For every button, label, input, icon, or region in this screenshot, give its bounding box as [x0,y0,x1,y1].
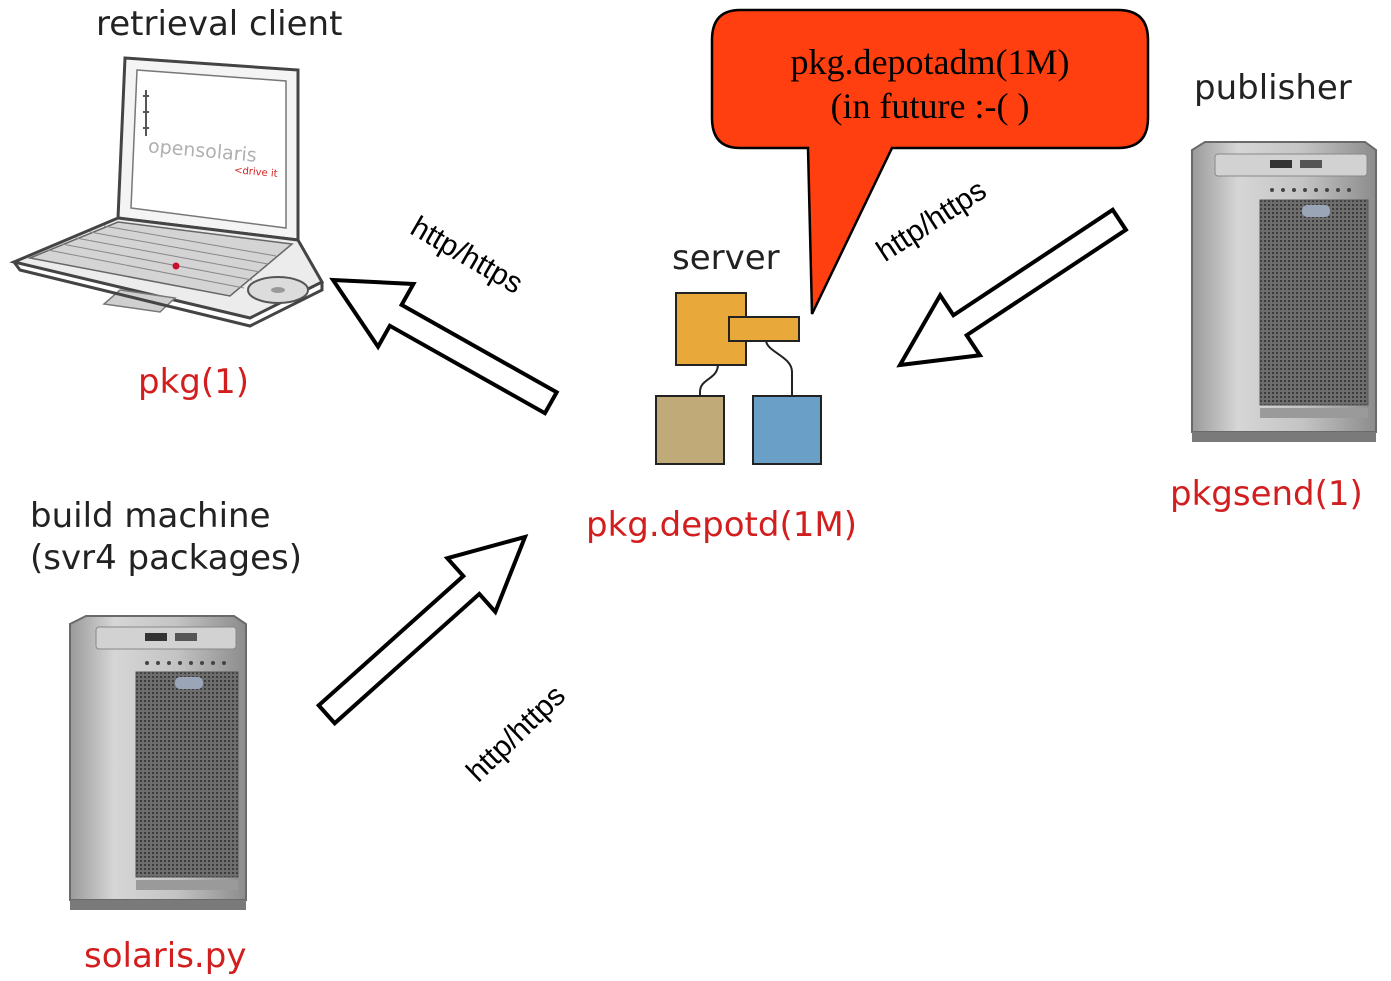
tower-server-icon [69,615,247,910]
component-diagram-icon [655,292,822,465]
tower-server-icon [1191,141,1377,442]
client-command: pkg(1) [138,362,250,402]
build-command: solaris.py [84,936,247,976]
callout-line2: (in future :-( ) [830,86,1030,126]
client-title: retrieval client [96,4,343,44]
hollow-arrow-icon [896,207,1129,368]
server-title: server [672,238,780,278]
callout-bubble [710,8,1150,315]
hollow-arrow-icon [329,277,560,416]
build-title-line1: build machine [30,496,271,536]
server-command: pkg.depotd(1M) [586,505,857,545]
laptop-icon [9,56,325,328]
publisher-command: pkgsend(1) [1170,474,1363,514]
hollow-arrow-icon [315,534,529,727]
build-title-line2: (svr4 packages) [30,538,303,578]
publisher-title: publisher [1194,68,1352,108]
callout-line1: pkg.depotadm(1M) [790,42,1070,82]
